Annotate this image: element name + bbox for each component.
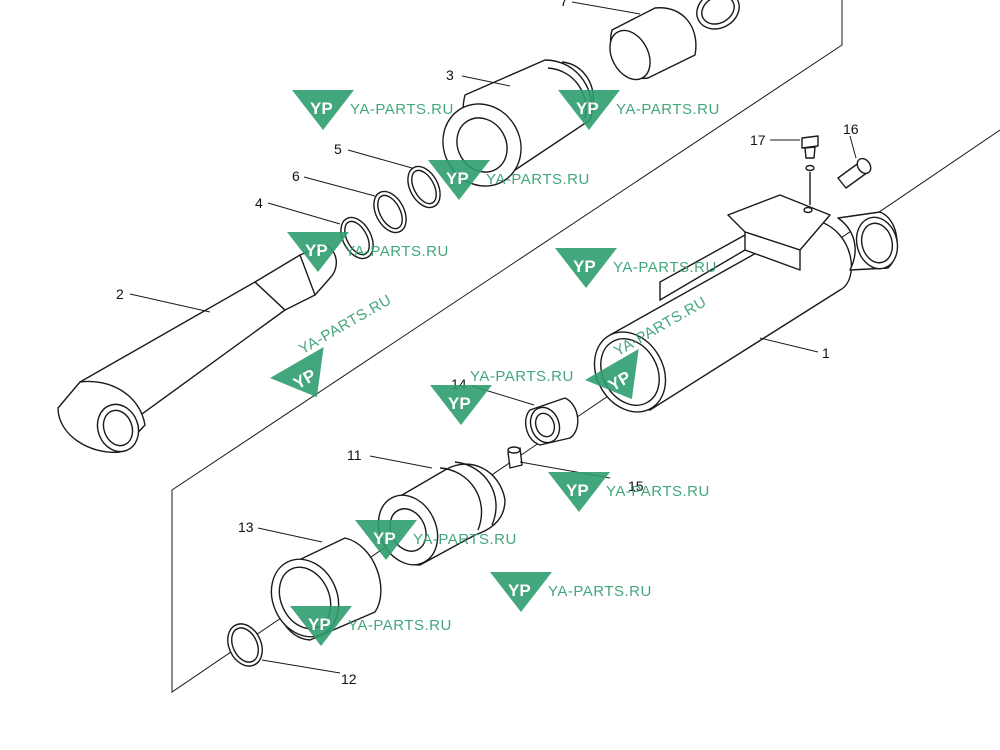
watermark-text: YA-PARTS.RU (348, 617, 452, 634)
ya-parts-logo-icon: YP YA-PARTS.RU (290, 606, 452, 646)
part-16-fitting (837, 157, 872, 189)
ya-parts-logo-icon: YP YA-PARTS.RU (490, 572, 652, 612)
callout-15: 15 (628, 478, 644, 494)
watermark-text: YA-PARTS.RU (486, 171, 590, 188)
part-12-ring-inner (231, 627, 259, 663)
watermark-mark: YP (446, 169, 469, 188)
part-5-ring-inner (411, 169, 437, 205)
watermark-text: YA-PARTS.RU (413, 531, 517, 548)
watermark-mark: YP (305, 241, 328, 260)
part-6-ring-inner (377, 194, 403, 230)
ya-parts-logo-icon: YP YA-PARTS.RU (555, 248, 717, 288)
callout-3: 3 (446, 67, 454, 83)
ya-parts-logo-icon: YP YA-PARTS.RU (430, 368, 574, 425)
watermark-mark: YP (310, 99, 333, 118)
ya-parts-logo-icon: YP YA-PARTS.RU (287, 232, 449, 272)
part-4-ring-inner (344, 220, 370, 256)
callout-5: 5 (334, 141, 342, 157)
watermark-text: YA-PARTS.RU (548, 583, 652, 600)
watermark-mark: YP (573, 257, 596, 276)
callout-17: 17 (750, 132, 766, 148)
watermark-text: YA-PARTS.RU (616, 101, 720, 118)
ya-parts-logo-icon: YP YA-PARTS.RU (548, 472, 710, 512)
ya-parts-logo-icon: YP YA-PARTS.RU (292, 90, 454, 130)
watermark-text-diagonal: YA-PARTS.RU (470, 368, 574, 385)
leader-lines (129, 1, 857, 674)
watermark-text: YA-PARTS.RU (613, 259, 717, 276)
callout-7: 7 (560, 0, 568, 9)
part-17-bolt (801, 135, 819, 214)
callout-4: 4 (255, 195, 263, 211)
watermark-mark: YP (508, 581, 531, 600)
part-7-seal (609, 0, 740, 81)
callout-12: 12 (341, 671, 357, 687)
callout-16: 16 (843, 121, 859, 137)
callout-1: 1 (822, 345, 830, 361)
ya-parts-logo-icon: YP YA-PARTS.RU (428, 160, 590, 200)
watermark-mark: YP (308, 615, 331, 634)
watermark-mark: YP (448, 394, 471, 413)
callout-11: 11 (347, 447, 362, 463)
watermark-text: YA-PARTS.RU (345, 243, 449, 260)
watermark-text-diagonal: YA-PARTS.RU (296, 291, 394, 358)
watermark-text: YA-PARTS.RU (350, 101, 454, 118)
ya-parts-logo-icon: YP YA-PARTS.RU (355, 520, 517, 560)
watermark-mark: YP (373, 529, 396, 548)
part-11-piston (377, 461, 506, 566)
callout-13: 13 (238, 519, 254, 535)
part-2-piston-rod (57, 244, 337, 453)
watermark-text: YA-PARTS.RU (606, 483, 710, 500)
part-14-bushing (524, 397, 579, 446)
part-15-pin (507, 446, 523, 469)
watermark-mark: YP (566, 481, 589, 500)
callout-6: 6 (292, 168, 300, 184)
watermark-mark: YP (576, 99, 599, 118)
callout-2: 2 (116, 286, 124, 302)
ya-parts-logo-icon: YP YA-PARTS.RU (558, 90, 720, 130)
